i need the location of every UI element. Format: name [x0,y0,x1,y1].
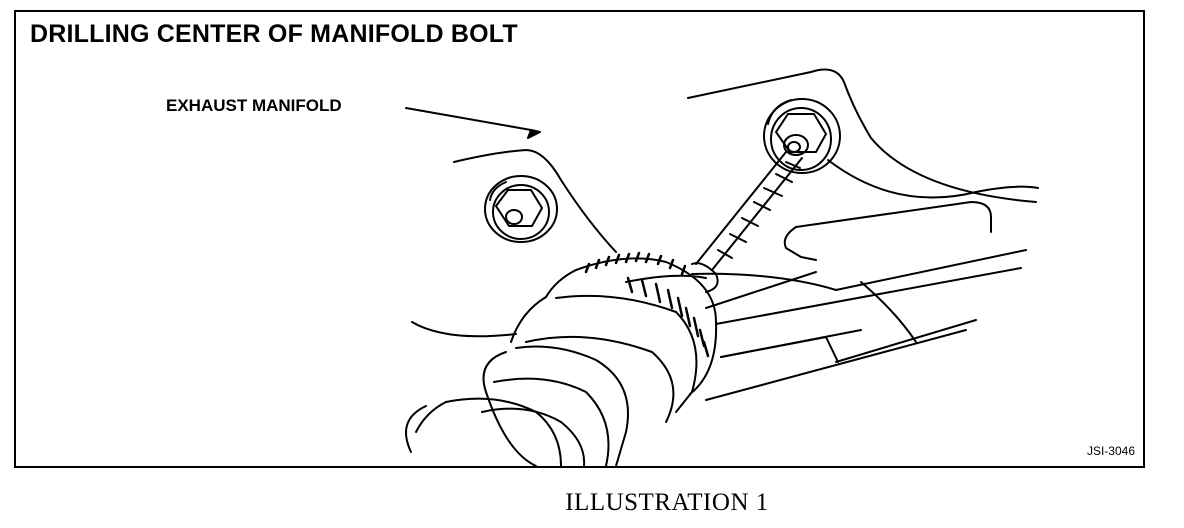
figure-frame: DRILLING CENTER OF MANIFOLD BOLT [14,10,1145,468]
manifold-bolt-icon [763,98,841,174]
figure-code: JSI-3046 [1086,444,1135,458]
manifold-bolt-icon [484,175,558,243]
manifold-body [411,68,1039,401]
callout-arrow-icon [405,107,541,139]
figure-caption: ILLUSTRATION 1 [565,489,769,516]
drill-chuck-icon [405,251,718,466]
callout-label-exhaust-manifold: EXHAUST MANIFOLD [166,96,342,115]
figure-title: DRILLING CENTER OF MANIFOLD BOLT [30,20,518,48]
technical-drawing [405,68,1039,466]
drill-bit-icon [691,151,803,293]
